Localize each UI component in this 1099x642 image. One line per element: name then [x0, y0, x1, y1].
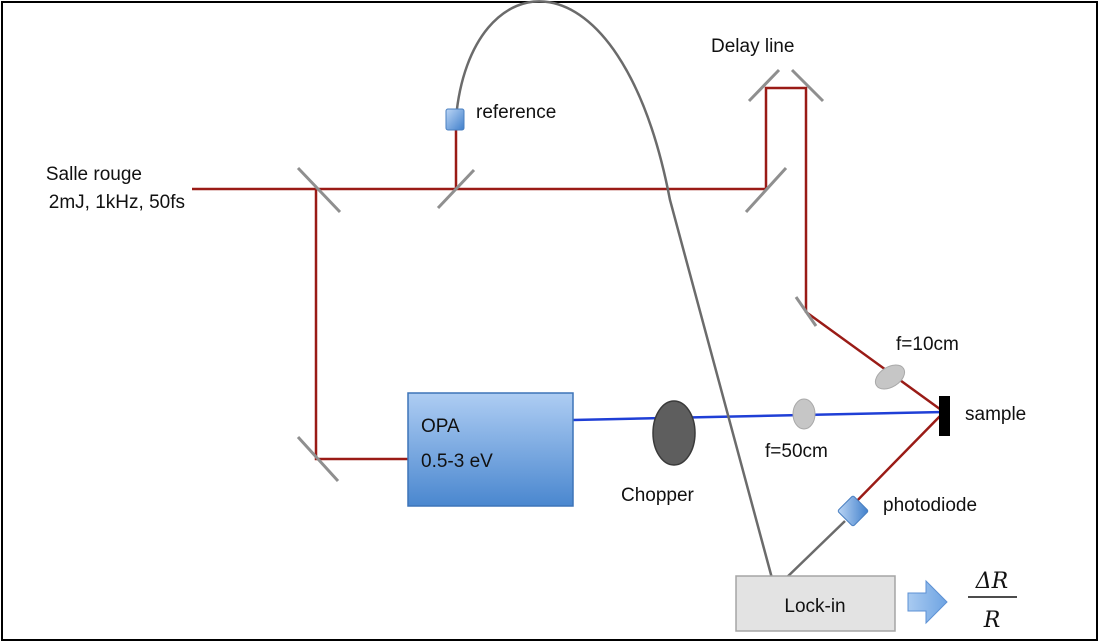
mirror-delay-entry [744, 166, 788, 214]
reference-detector [445, 108, 465, 131]
sample-block [939, 396, 950, 436]
opa-box [407, 392, 574, 507]
lens-probe-label: f=50cm [765, 441, 828, 462]
signal-cables [454, 0, 846, 583]
delay-line-label: Delay line [711, 36, 794, 57]
chopper-wheel [652, 400, 696, 466]
chopper-label: Chopper [621, 485, 695, 506]
source-label-line2: 2mJ, 1kHz, 50fs [49, 192, 185, 213]
lens-pump-label: f=10cm [896, 334, 959, 355]
photodiode-cable [781, 520, 846, 583]
output-arrow [907, 579, 948, 625]
mirrors [296, 68, 825, 483]
lens-probe [792, 398, 816, 430]
output-denominator: R [983, 608, 1001, 633]
reference-cable [454, 0, 775, 583]
sample-label: sample [965, 404, 1026, 425]
lockin-box [735, 575, 896, 632]
mirror-delay-top-right [790, 68, 825, 103]
mirror-opa-steer [296, 435, 340, 483]
photodiode-label: photodiode [883, 495, 977, 516]
probe-beam-path [572, 410, 945, 422]
photodiode-detector [837, 495, 869, 527]
output-numerator: ΔR [975, 569, 1008, 594]
opa-label-line1: OPA [421, 416, 460, 437]
reference-label: reference [476, 102, 556, 123]
mirror-delay-top-left [747, 68, 781, 103]
lens-pump [874, 364, 906, 390]
mirror-beam-splitter [296, 166, 342, 214]
mirror-reference-pickoff [436, 168, 476, 210]
lockin-label: Lock-in [784, 596, 845, 617]
source-label-line1: Salle rouge [46, 164, 142, 185]
mirror-pump-steer [794, 296, 818, 327]
opa-label-line2: 0.5-3 eV [421, 451, 493, 472]
